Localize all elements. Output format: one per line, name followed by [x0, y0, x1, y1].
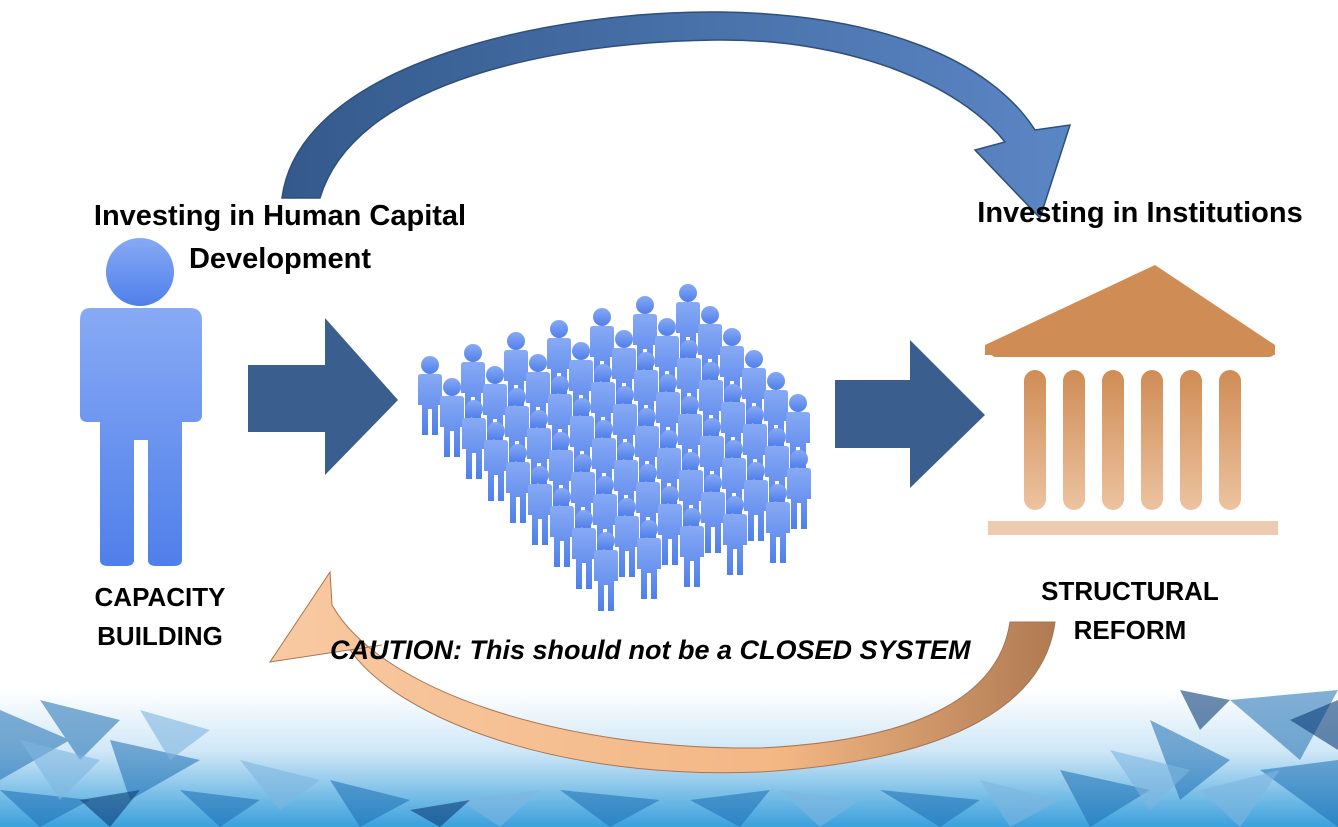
crowd-person [462, 400, 486, 479]
institution-building-icon [985, 265, 1278, 535]
crowd-person [550, 488, 574, 567]
curved-arrow-top [281, 11, 1072, 220]
crowd-person [594, 532, 618, 611]
caution-label: CAUTION: This should not be a CLOSED SYS… [330, 635, 971, 665]
decorative-triangle-band [0, 690, 1338, 827]
crowd-person [723, 496, 747, 575]
crowd-person [572, 510, 596, 589]
crowd-person [506, 444, 530, 523]
crowd-person [658, 486, 682, 565]
crowd-person [418, 356, 442, 435]
crowd-person [766, 484, 790, 563]
return-arrow-bottom [268, 570, 1056, 774]
crowd-person [744, 462, 768, 541]
institutions-label: Investing in Institutions [977, 197, 1303, 229]
crowd-person [637, 520, 661, 599]
crowd-person [787, 450, 811, 529]
crowd-person [680, 508, 704, 587]
human-capital-label: Investing in Human Capital Development [93, 200, 467, 275]
arrow-right-2 [835, 340, 985, 488]
crowd-person [615, 498, 639, 577]
crowd-person [484, 422, 508, 501]
crowd-person [701, 474, 725, 553]
single-person-icon [80, 238, 202, 566]
crowd-person [440, 378, 464, 457]
capacity-building-label: CAPACITY BUILDING [94, 582, 226, 651]
arrow-right-1 [248, 318, 398, 475]
crowd-person [528, 466, 552, 545]
crowd-icon [418, 284, 811, 611]
structural-reform-label: STRUCTURAL REFORM [1041, 576, 1219, 645]
